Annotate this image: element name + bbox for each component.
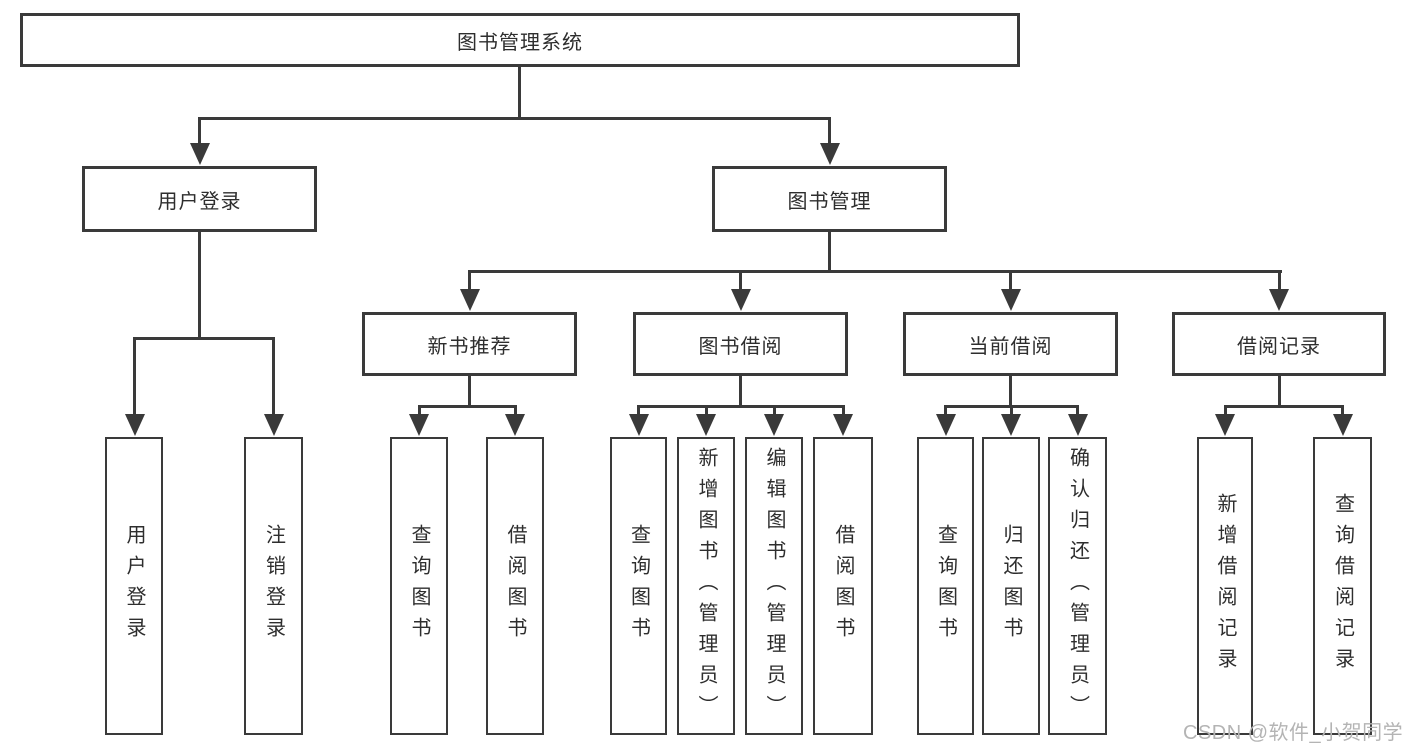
connector-new-book-rail	[418, 405, 517, 408]
connector-drop	[773, 405, 776, 415]
connector-book-borrow-stem	[739, 376, 742, 405]
connector-borrow-records-rail	[1224, 405, 1344, 408]
connector-drop-user-login	[198, 117, 201, 144]
connector-drop-current-borrow	[1009, 270, 1012, 290]
connector-drop-borrow-records	[1278, 270, 1281, 290]
leaf-add-borrow-record: 新增借阅记录	[1197, 437, 1253, 735]
leaf-query-borrow-record-label: 查询借阅记录	[1331, 493, 1354, 679]
leaf-confirm-return-admin: 确认归还（管理员）	[1048, 437, 1107, 735]
connector-borrow-records-stem	[1278, 376, 1281, 405]
arrow-down-icon	[264, 414, 284, 436]
connector-drop	[1076, 405, 1079, 415]
leaf-borrow-books-borrow: 借阅图书	[813, 437, 873, 735]
node-borrow-records: 借阅记录	[1172, 312, 1386, 376]
leaf-query-books-recommend-label: 查询图书	[408, 524, 430, 648]
leaf-logout: 注销登录	[244, 437, 303, 735]
connector-drop	[705, 405, 708, 415]
node-current-borrow: 当前借阅	[903, 312, 1118, 376]
arrow-down-icon	[731, 289, 751, 311]
arrow-down-icon	[125, 414, 145, 436]
leaf-user-login-label: 用户登录	[123, 524, 145, 648]
arrow-down-icon	[833, 414, 853, 436]
arrow-down-icon	[1001, 414, 1021, 436]
node-library-system: 图书管理系统	[20, 13, 1020, 67]
leaf-query-books-current-label: 查询图书	[934, 524, 957, 648]
connector-drop-leaf-user-login	[133, 337, 136, 416]
leaf-borrow-books-recommend-label: 借阅图书	[504, 524, 526, 648]
leaf-add-borrow-record-label: 新增借阅记录	[1214, 493, 1236, 679]
arrow-down-icon	[1001, 289, 1021, 311]
arrow-down-icon	[1215, 414, 1235, 436]
leaf-borrow-books-borrow-label: 借阅图书	[832, 524, 854, 648]
arrow-down-icon	[460, 289, 480, 311]
node-new-book-recommend: 新书推荐	[362, 312, 577, 376]
connector-drop	[637, 405, 640, 415]
arrow-down-icon	[1269, 289, 1289, 311]
connector-drop-book-borrow	[739, 270, 742, 290]
node-book-borrow: 图书借阅	[633, 312, 848, 376]
leaf-edit-book-admin: 编辑图书（管理员）	[745, 437, 803, 735]
node-library-system-label: 图书管理系统	[457, 31, 583, 54]
arrow-down-icon	[505, 414, 525, 436]
connector-new-book-stem	[468, 376, 471, 405]
leaf-query-books-current: 查询图书	[917, 437, 974, 735]
arrow-down-icon	[764, 414, 784, 436]
arrow-down-icon	[190, 143, 210, 165]
connector-drop	[842, 405, 845, 415]
leaf-return-books-label: 归还图书	[1000, 524, 1022, 648]
arrow-down-icon	[409, 414, 429, 436]
leaf-borrow-books-recommend: 借阅图书	[486, 437, 544, 735]
node-user-login-label: 用户登录	[157, 190, 242, 213]
csdn-watermark: CSDN @软件_小贺同学	[1183, 722, 1404, 744]
node-user-login: 用户登录	[82, 166, 317, 232]
arrow-down-icon	[1333, 414, 1353, 436]
node-book-management-label: 图书管理	[787, 190, 872, 213]
leaf-add-book-admin: 新增图书（管理员）	[677, 437, 735, 735]
node-borrow-records-label: 借阅记录	[1237, 335, 1321, 358]
connector-user-login-stem	[198, 232, 201, 337]
connector-drop	[514, 405, 517, 415]
connector-drop	[944, 405, 947, 415]
connector-drop	[1224, 405, 1227, 415]
connector-book-borrow-rail	[637, 405, 844, 408]
connector-root-stem	[518, 67, 521, 117]
arrow-down-icon	[1068, 414, 1088, 436]
connector-drop	[418, 405, 421, 415]
connector-user-login-rail	[133, 337, 275, 340]
leaf-query-borrow-record: 查询借阅记录	[1313, 437, 1372, 735]
arrow-down-icon	[629, 414, 649, 436]
node-book-management: 图书管理	[712, 166, 947, 232]
connector-drop-leaf-logout	[272, 337, 275, 416]
arrow-down-icon	[696, 414, 716, 436]
connector-root-rail	[198, 117, 831, 120]
leaf-return-books: 归还图书	[982, 437, 1040, 735]
arrow-down-icon	[820, 143, 840, 165]
connector-drop-new-book	[468, 270, 471, 290]
node-new-book-recommend-label: 新书推荐	[427, 335, 512, 358]
leaf-edit-book-admin-label: 编辑图书（管理员）	[763, 446, 785, 726]
node-current-borrow-label: 当前借阅	[968, 335, 1053, 358]
connector-current-borrow-stem	[1009, 376, 1012, 405]
connector-drop	[1341, 405, 1344, 415]
node-book-borrow-label: 图书借阅	[698, 335, 783, 358]
leaf-logout-label: 注销登录	[262, 524, 285, 648]
leaf-query-books-borrow: 查询图书	[610, 437, 667, 735]
leaf-query-books-recommend: 查询图书	[390, 437, 448, 735]
connector-drop	[1010, 405, 1013, 415]
leaf-user-login: 用户登录	[105, 437, 163, 735]
connector-drop-book-management	[828, 117, 831, 144]
leaf-add-book-admin-label: 新增图书（管理员）	[695, 446, 717, 726]
connector-book-management-stem	[828, 232, 831, 270]
arrow-down-icon	[936, 414, 956, 436]
connector-book-management-rail	[469, 270, 1282, 273]
leaf-confirm-return-admin-label: 确认归还（管理员）	[1066, 446, 1089, 726]
leaf-query-books-borrow-label: 查询图书	[627, 524, 650, 648]
